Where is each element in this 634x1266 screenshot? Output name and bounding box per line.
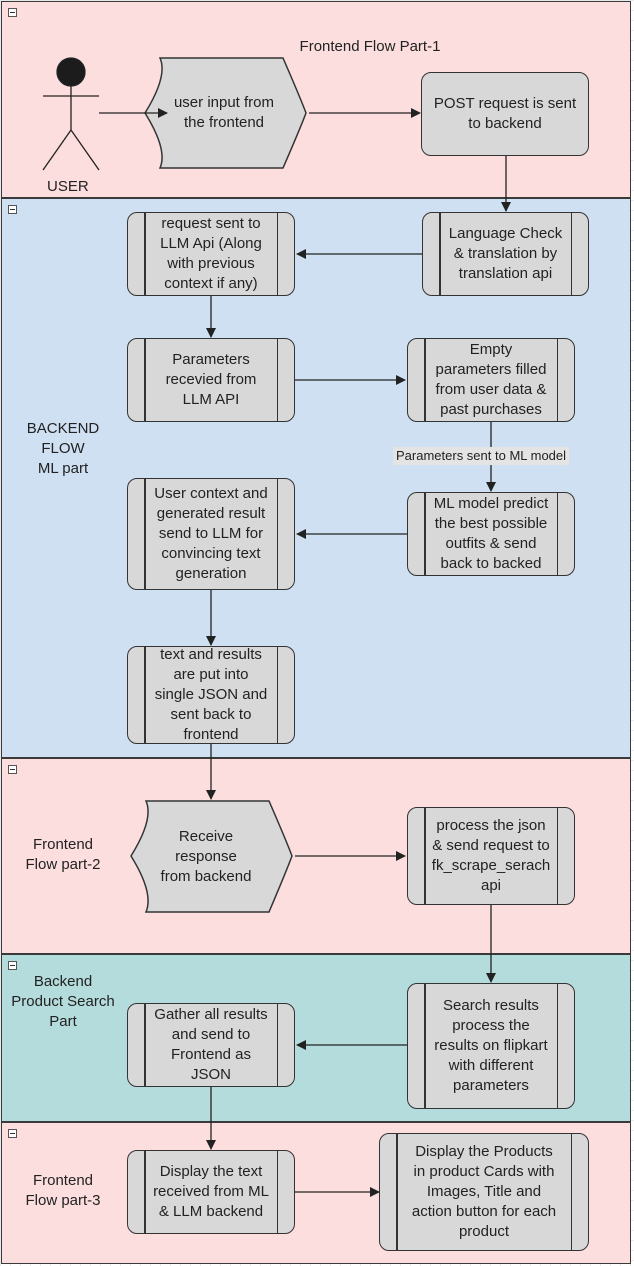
node-params-received[interactable]: Parameters recevied from LLM API [127,338,295,422]
lane-label: Frontend Flow part-2 [25,836,101,873]
lane-label: Frontend Flow Part-1 [299,38,441,55]
node-empty-params[interactable]: Empty parameters filled from user data &… [407,338,575,422]
user-input-shape[interactable] [144,57,307,169]
node-display-products[interactable]: Display the Products in product Cards wi… [379,1133,589,1251]
node-gather-results[interactable]: Gather all results and send to Frontend … [127,1003,295,1087]
node-user-context[interactable]: User context and generated result send t… [127,478,295,590]
node-receive-response[interactable]: Receive response from backend [160,827,252,885]
node-display-text[interactable]: Display the text received from ML & LLM … [127,1150,295,1234]
lane-label: BACKEND FLOW ML part [26,420,100,477]
node-user-input[interactable]: user input from the frontend [173,94,275,131]
lane-label: Frontend Flow part-3 [25,1172,101,1209]
edge-label-params-to-ml: Parameters sent to ML model [393,447,570,465]
user-actor-label: USER [47,178,89,195]
node-language-check[interactable]: Language Check & translation by translat… [422,212,589,296]
user-actor-icon[interactable] [42,57,100,171]
lane-collapse-icon[interactable] [8,8,17,17]
node-json-back[interactable]: text and results are put into single JSO… [127,646,295,744]
node-process-json[interactable]: process the json & send request to fk_sc… [407,807,575,905]
lane-collapse-icon[interactable] [8,765,17,774]
lane-collapse-icon[interactable] [8,205,17,214]
node-search-results[interactable]: Search results process the results on fl… [407,983,575,1109]
lane-label: Backend Product Search Part [11,973,115,1030]
node-post-request[interactable]: POST request is sent to backend [421,72,589,156]
node-ml-predict[interactable]: ML model predict the best possible outfi… [407,492,575,576]
receive-response-shape[interactable] [130,800,293,913]
lane-collapse-icon[interactable] [8,1129,17,1138]
node-llm-request[interactable]: request sent to LLM Api (Along with prev… [127,212,295,296]
lane-collapse-icon[interactable] [8,961,17,970]
